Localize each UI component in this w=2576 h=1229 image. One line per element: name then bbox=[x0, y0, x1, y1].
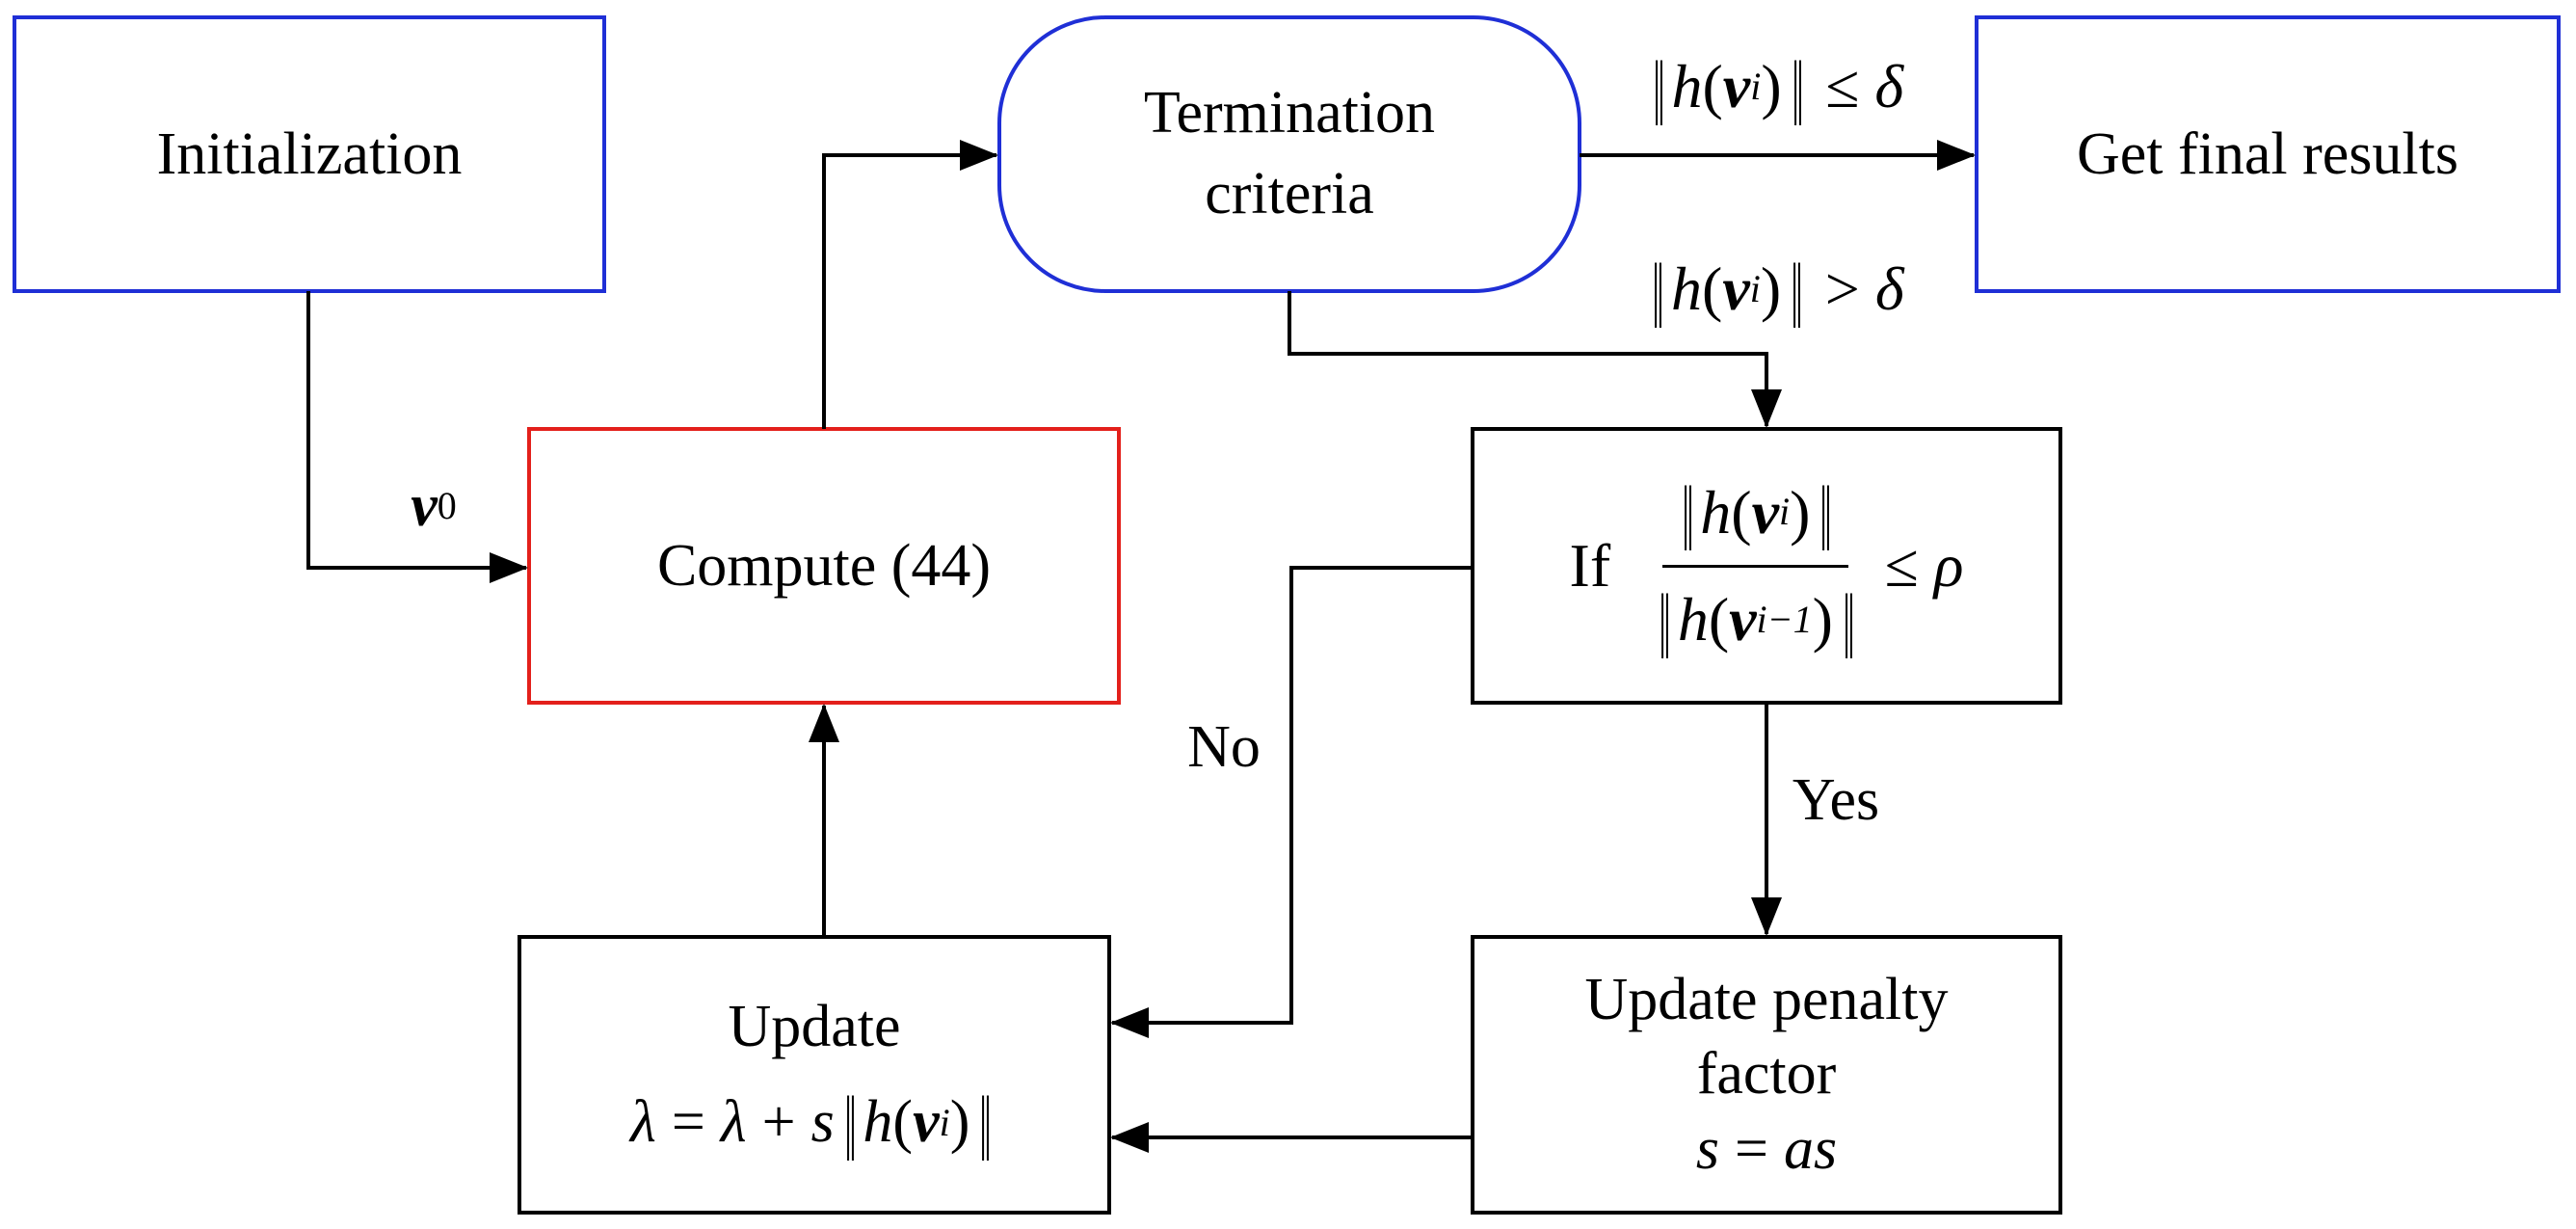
update-penalty-equation: s=as bbox=[1695, 1115, 1838, 1182]
check-rho: ρ bbox=[1933, 531, 1964, 601]
update-lambda-box bbox=[518, 935, 1111, 1215]
yes-label: Yes bbox=[1792, 766, 1880, 833]
final-results-label: Get final results bbox=[1977, 17, 2559, 291]
termination-line1: Termination bbox=[1143, 80, 1436, 147]
check-no-arrow bbox=[1110, 566, 1473, 1038]
initialization-text: Initialization bbox=[156, 120, 463, 187]
update-penalty-line2: factor bbox=[1696, 1041, 1837, 1108]
check-comparison: ≤ bbox=[1884, 531, 1919, 601]
initialization-label: Initialization bbox=[14, 17, 604, 291]
compute-label: Compute (44) bbox=[529, 429, 1119, 703]
update-lambda-title: Update bbox=[728, 994, 901, 1060]
compute-text: Compute (44) bbox=[656, 532, 992, 599]
update-penalty-label: Update penalty factor s=as bbox=[1473, 949, 2060, 1200]
init-to-compute-arrow bbox=[306, 291, 528, 583]
update-penalty-box bbox=[1471, 935, 2062, 1215]
update-penalty-line1: Update penalty bbox=[1584, 966, 1949, 1032]
termination-line2: criteria bbox=[1205, 161, 1374, 227]
final-results-text: Get final results bbox=[2076, 120, 2458, 187]
termination-to-check-arrow bbox=[1288, 291, 1782, 428]
compute-to-termination-arrow bbox=[822, 140, 998, 429]
final-results-box bbox=[1975, 15, 2561, 293]
check-if-text: If bbox=[1569, 531, 1611, 601]
termination-label: Termination criteria bbox=[999, 29, 1580, 280]
no-label: No bbox=[1187, 713, 1261, 780]
